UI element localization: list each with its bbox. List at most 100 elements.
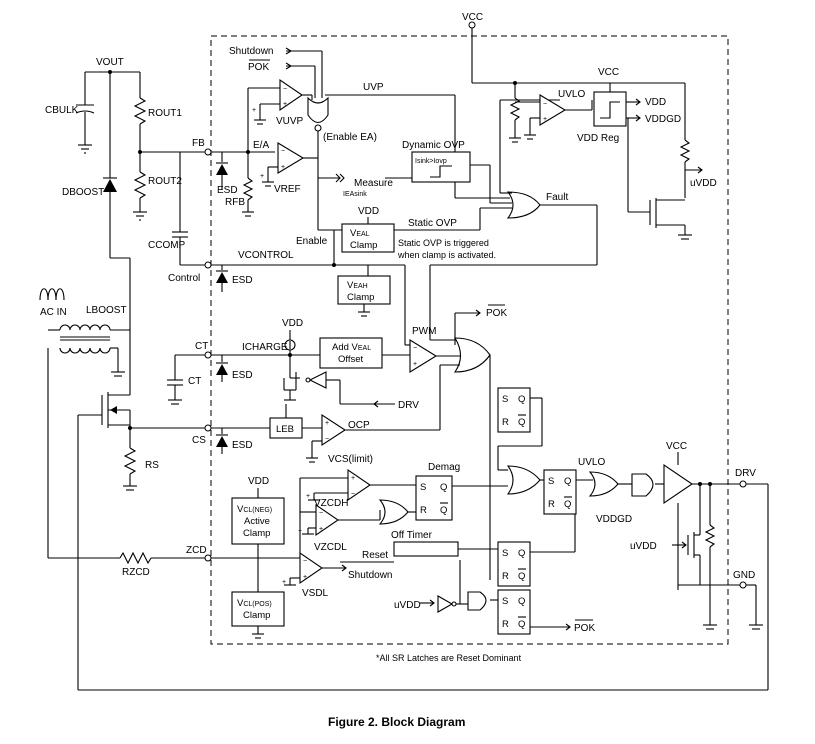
esd-fb: ESD	[216, 152, 238, 196]
svg-text:Q: Q	[564, 499, 571, 510]
svg-text:LEB: LEB	[276, 424, 294, 435]
svg-text:VDDGD: VDDGD	[645, 114, 681, 125]
uvp-comparator: − + + VUVP	[247, 78, 304, 152]
svg-text:Dynamic OVP: Dynamic OVP	[402, 140, 465, 151]
svg-text:+: +	[319, 526, 323, 533]
rzcd-resistor: RZCD	[47, 358, 205, 578]
svg-text:VZCDH: VZCDH	[314, 498, 348, 509]
svg-text:uVDD: uVDD	[690, 178, 717, 189]
svg-text:UVLO: UVLO	[578, 457, 605, 468]
svg-text:VCC: VCC	[598, 67, 619, 78]
svg-text:Offset: Offset	[338, 354, 364, 365]
svg-text:uVDD: uVDD	[630, 541, 657, 552]
svg-text:VREF: VREF	[274, 184, 301, 195]
svg-text:FB: FB	[192, 138, 205, 149]
svg-text:VDD: VDD	[645, 97, 666, 108]
svg-text:−: −	[283, 86, 287, 93]
svg-text:Clamp: Clamp	[350, 240, 377, 251]
pwm-comparator: PWM − +	[405, 326, 460, 373]
rfb-resistor: RFB	[225, 152, 254, 217]
uvdd-and-gate: uVDD	[394, 560, 498, 613]
svg-text:S: S	[502, 394, 508, 405]
svg-text:ESD: ESD	[217, 185, 238, 196]
svg-text:POK: POK	[574, 623, 595, 634]
svg-text:VUVP: VUVP	[276, 116, 304, 127]
svg-text:ZCD: ZCD	[186, 545, 207, 556]
svg-text:+: +	[303, 574, 307, 581]
svg-text:−: −	[351, 491, 355, 498]
svg-text:ROUT1: ROUT1	[148, 108, 182, 119]
svg-text:+: +	[413, 361, 417, 368]
power-mosfet	[77, 392, 131, 690]
sr-latch-3: S Q R Q POK	[497, 589, 595, 635]
svg-text:Static OVP is triggered: Static OVP is triggered	[398, 238, 489, 248]
svg-text:AC IN: AC IN	[40, 307, 67, 318]
dboost-diode: DBOOST	[62, 72, 117, 258]
gnd-pin: GND	[733, 570, 763, 630]
svg-text:DRV: DRV	[735, 468, 756, 479]
svg-text:R: R	[420, 505, 427, 516]
esd-control: ESD	[216, 265, 253, 292]
vdd-regulator: VCC VDD Reg VDD VDDGD	[577, 67, 681, 213]
svg-text:VDD: VDD	[248, 476, 269, 487]
sr-latch-footnote: *All SR Latches are Reset Dominant	[376, 653, 522, 663]
svg-text:−: −	[319, 510, 323, 517]
figure-caption: Figure 2. Block Diagram	[328, 715, 465, 729]
sr-latch-4: S Q R Q	[543, 469, 593, 515]
svg-text:DBOOST: DBOOST	[62, 187, 104, 198]
cs-pin: CS	[192, 424, 212, 446]
svg-text:VCC: VCC	[462, 12, 483, 23]
svg-text:Fault: Fault	[546, 192, 568, 203]
svg-text:CS: CS	[192, 435, 206, 446]
svg-text:R: R	[502, 417, 509, 428]
svg-text:+: +	[306, 493, 310, 500]
vcontrol-net: VCONTROL	[211, 230, 406, 345]
lboost-inductor: LBOOST	[47, 257, 131, 395]
svg-text:Enable: Enable	[296, 236, 328, 247]
svg-text:Shutdown: Shutdown	[229, 46, 273, 57]
svg-text:RZCD: RZCD	[122, 567, 150, 578]
svg-text:+: +	[252, 107, 256, 114]
svg-text:Clamp: Clamp	[243, 610, 270, 621]
veal-clamp-block: VDD VEAL Clamp Static OVP Static OVP is …	[296, 206, 512, 260]
svg-text:PWM: PWM	[412, 326, 436, 337]
zcdl-comparator: − + + VZCDL	[298, 503, 381, 553]
svg-text:VCONTROL: VCONTROL	[238, 250, 294, 261]
shutdown-input: Shutdown POK	[229, 46, 322, 73]
svg-text:S: S	[548, 476, 554, 487]
svg-text:VDD: VDD	[358, 206, 379, 217]
svg-text:Q: Q	[518, 619, 525, 630]
svg-text:VCS(limit): VCS(limit)	[328, 454, 373, 465]
svg-text:ESD: ESD	[232, 440, 253, 451]
svg-text:UVLO: UVLO	[558, 89, 585, 100]
svg-text:−: −	[281, 148, 285, 155]
drv-internal: DRV	[340, 400, 419, 411]
svg-text:Static OVP: Static OVP	[408, 218, 457, 229]
svg-text:Q: Q	[440, 505, 447, 516]
svg-text:+: +	[543, 116, 547, 123]
svg-text:Q: Q	[440, 482, 447, 493]
sr-latch-2: S Q R Q	[497, 500, 576, 587]
demag-or-gate	[378, 499, 416, 525]
svg-text:Q: Q	[564, 476, 571, 487]
svg-text:VCL(NEG): VCL(NEG)	[237, 504, 272, 515]
svg-text:Control: Control	[168, 273, 200, 284]
svg-text:POK: POK	[248, 62, 269, 73]
vcc-top-terminal: VCC	[462, 12, 686, 140]
rs-resistor: RS	[123, 426, 205, 491]
esd-ct: ESD	[216, 355, 253, 382]
svg-text:ROUT2: ROUT2	[148, 176, 182, 187]
svg-text:−: −	[543, 101, 547, 108]
veah-clamp-block: VEAH Clamp	[337, 265, 391, 317]
svg-text:POK: POK	[486, 308, 507, 319]
fb-pin: FB	[192, 138, 205, 149]
svg-text:Q: Q	[518, 548, 525, 559]
sr-latch-1: S Q R Q	[497, 387, 543, 471]
svg-text:+: +	[325, 420, 329, 427]
svg-text:R: R	[502, 619, 509, 630]
svg-text:Active: Active	[244, 516, 270, 527]
svg-text:VSDL: VSDL	[302, 588, 329, 599]
svg-text:when clamp is activated.: when clamp is activated.	[397, 250, 496, 260]
svg-text:R: R	[548, 499, 555, 510]
